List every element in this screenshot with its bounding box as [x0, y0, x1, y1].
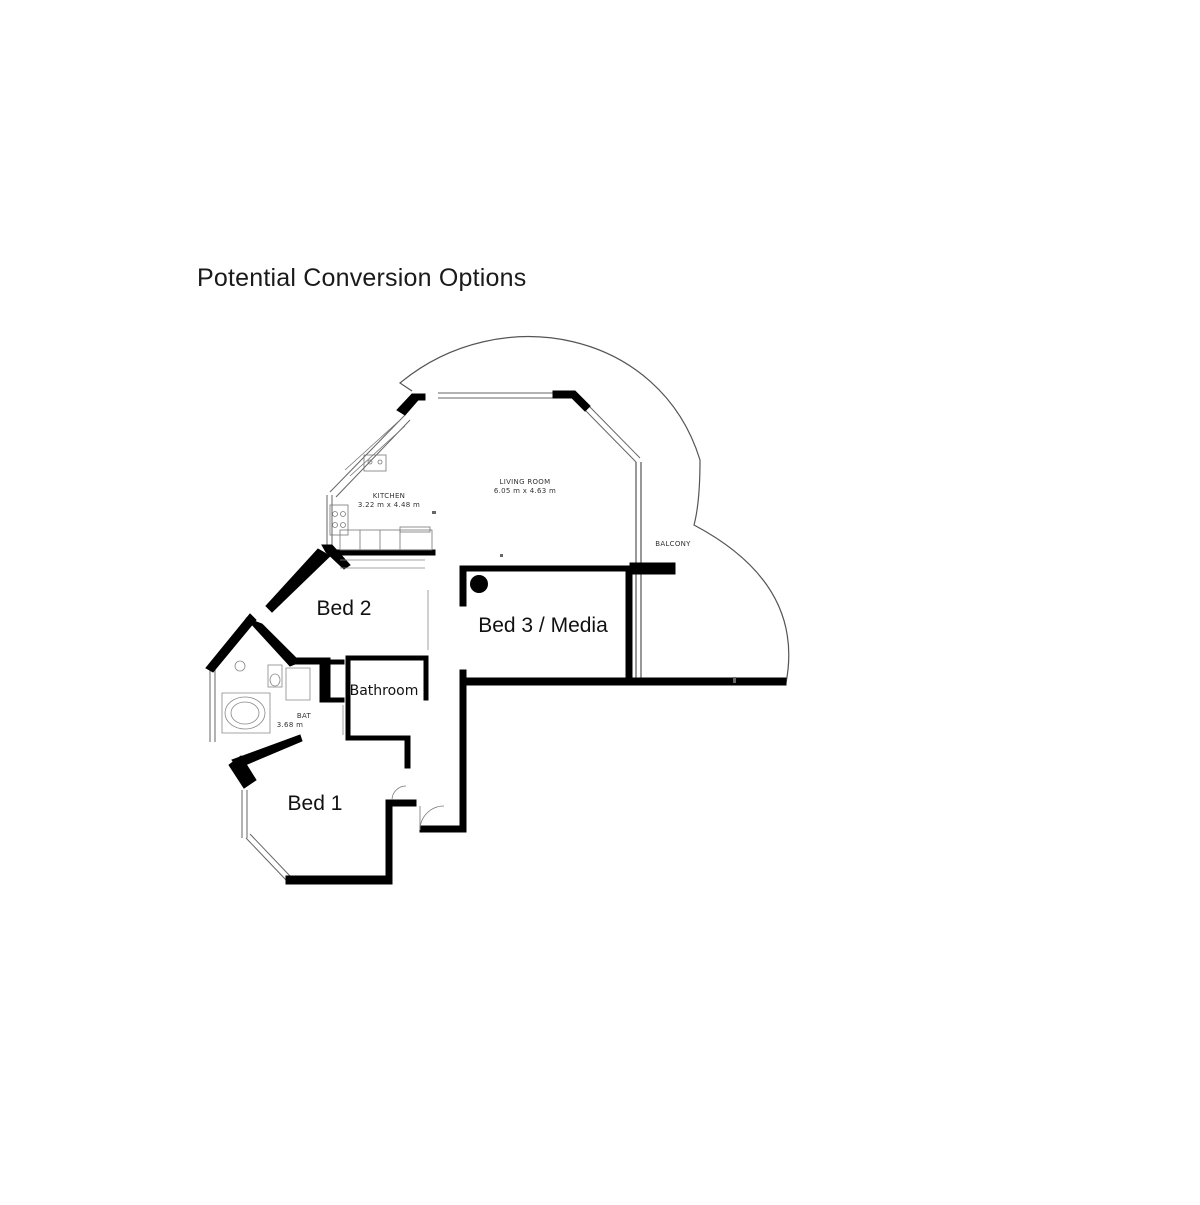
bed3-label: Bed 3 / Media: [478, 614, 608, 637]
living-room-label: LIVING ROOM: [500, 478, 551, 486]
kitchen-size: 3.22 m x 4.48 m: [358, 501, 420, 509]
bed2-label: Bed 2: [317, 597, 372, 620]
kitchen-label: KITCHEN: [373, 492, 405, 500]
kitchen-fittings: [329, 419, 433, 551]
original-bath-size: 3.68 m: [277, 721, 303, 729]
living-room-size: 6.05 m x 4.63 m: [494, 487, 556, 495]
page-title: Potential Conversion Options: [197, 264, 527, 292]
walls: [205, 390, 787, 885]
bath-fittings: [221, 559, 429, 735]
column-marker: [470, 575, 488, 593]
plan-markers: [432, 511, 736, 683]
original-bath-label: BAT: [297, 712, 312, 720]
bathroom-label: Bathroom: [350, 683, 419, 699]
balcony-label: BALCONY: [655, 540, 691, 548]
bed1-label: Bed 1: [288, 792, 343, 815]
door-swings: [391, 785, 445, 831]
window-lines: [209, 392, 641, 881]
